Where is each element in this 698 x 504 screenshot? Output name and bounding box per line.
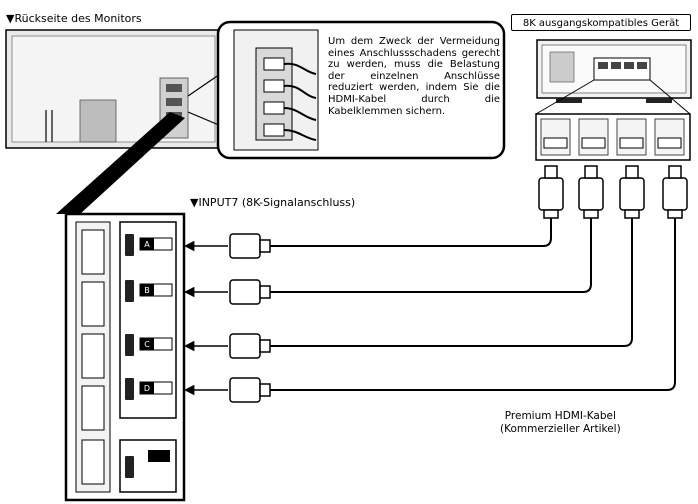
hdmi-cables — [270, 218, 676, 391]
port-label-b: B — [144, 286, 150, 295]
device-label: 8K ausgangskompatibles Gerät — [511, 14, 691, 31]
clamp-note-text: Um dem Zweck der Vermeidung eines Anschl… — [328, 36, 500, 117]
rear-side-label: ▼Rückseite des Monitors — [6, 12, 142, 25]
clamp-callout — [216, 20, 506, 160]
device-plugs — [538, 165, 688, 219]
port-label-c: C — [144, 340, 150, 349]
cable-label-line2: (Kommerzieller Artikel) — [500, 423, 621, 435]
input7-label: ▼INPUT7 (8K-Signalanschluss) — [190, 196, 356, 209]
port-label-d: D — [144, 384, 150, 393]
monitor-rear — [5, 29, 227, 149]
connector-panel: A B C D — [64, 212, 186, 502]
zoom-wedge — [56, 112, 185, 214]
port-label-a: A — [144, 240, 150, 249]
insert-arrows — [183, 240, 228, 396]
panel-plugs — [229, 233, 271, 403]
cable-label: Premium HDMI-Kabel (Kommerzieller Artike… — [500, 410, 621, 436]
8k-device — [535, 39, 692, 161]
cable-label-line1: Premium HDMI-Kabel — [504, 410, 616, 422]
